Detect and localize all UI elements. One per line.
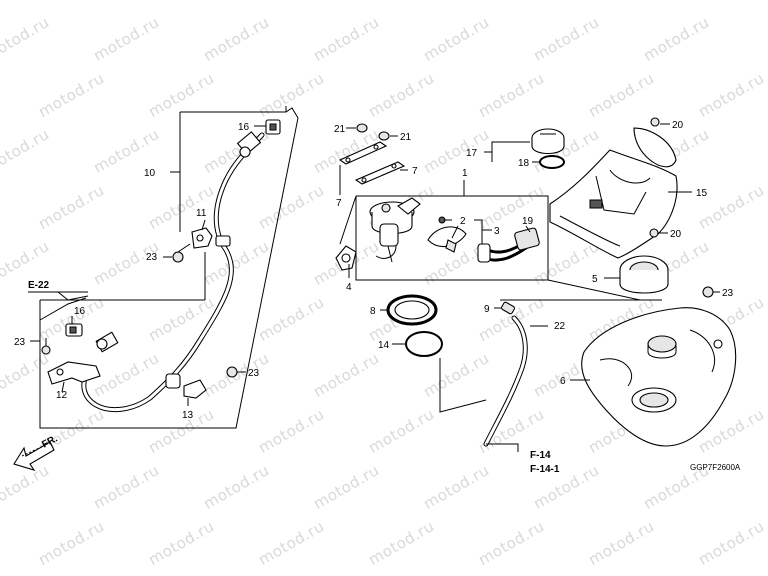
callout-14: 14 (378, 340, 390, 351)
callout-23-left: 23 (14, 337, 26, 348)
callout-17: 17 (466, 148, 478, 159)
callout-23-center-left: 23 (248, 368, 260, 379)
fuel-cable-10 (81, 131, 265, 413)
reference-e22: E-22 (28, 280, 50, 291)
callout-16-lower: 16 (74, 306, 86, 317)
callout-9: 9 (484, 304, 490, 315)
callout-3: 3 (494, 226, 500, 237)
callout-22: 22 (554, 321, 566, 332)
front-direction-arrow (13, 441, 55, 471)
bolt-23-left-upper (163, 243, 191, 263)
callout-13: 13 (182, 410, 194, 421)
callout-12: 12 (56, 390, 68, 401)
callout-bracket-17 (484, 141, 530, 162)
fuel-pump-unit (369, 197, 421, 263)
callout-1: 1 (462, 168, 468, 179)
reference-f14-1: F-14-1 (530, 464, 560, 475)
callout-20-top: 20 (672, 120, 684, 131)
callout-23-right: 23 (722, 288, 734, 299)
reference-f14: F-14 (530, 450, 551, 461)
fuel-filter-4 (335, 245, 357, 278)
stay-plate-7-lower (354, 161, 408, 185)
callout-6: 6 (560, 376, 566, 387)
callout-8: 8 (370, 306, 376, 317)
bolt-21-right (378, 131, 398, 141)
fuel-tank-6 (570, 307, 737, 447)
callout-bracket-2-3 (444, 219, 492, 244)
gasket-14 (392, 331, 443, 357)
callout-2: 2 (460, 216, 466, 227)
clip-9 (494, 301, 516, 315)
clamp-11 (191, 219, 213, 249)
mount-bracket-20 (633, 117, 677, 168)
callout-18: 18 (518, 158, 530, 169)
callout-21-right: 21 (400, 132, 412, 143)
callout-5: 5 (592, 274, 598, 285)
bolt-23-left (30, 338, 51, 355)
drain-tube-22 (483, 315, 548, 447)
bolt-23-center-left (226, 366, 246, 378)
callout-21-left: 21 (334, 124, 346, 135)
ring-8 (380, 294, 438, 326)
float-arm-2-3 (427, 216, 467, 253)
fuel-cap-17 (531, 128, 565, 155)
callout-10: 10 (144, 168, 156, 179)
bolt-20-lower (649, 228, 668, 238)
cover-15 (549, 149, 692, 259)
f14-reference-leader (439, 279, 662, 452)
connector-16-lower (65, 316, 83, 337)
callout-7-lower-left: 7 (336, 198, 342, 209)
callout-19: 19 (522, 216, 534, 227)
front-label: FR. (40, 433, 60, 450)
e22-reference-leaders (28, 291, 89, 321)
bracket-12 (47, 361, 101, 393)
callout-7-right: 7 (412, 166, 418, 177)
callout-16-top: 16 (238, 122, 250, 133)
connector-16-top (254, 119, 281, 135)
callout-15: 15 (696, 188, 708, 199)
bolt-23-right (702, 286, 720, 298)
cap-gasket-18 (532, 155, 565, 169)
filler-neck-5 (604, 255, 669, 294)
wire-harness-19 (477, 225, 540, 263)
diagram-code: GGP7F2600A (690, 463, 741, 472)
bolt-21-left (346, 123, 368, 133)
callout-4: 4 (346, 282, 352, 293)
stay-plate-7-upper (338, 141, 388, 195)
clamp-13 (165, 373, 207, 406)
callout-20-lower: 20 (670, 229, 682, 240)
callout-11: 11 (196, 208, 207, 219)
callout-23-left-upper: 23 (146, 252, 158, 263)
